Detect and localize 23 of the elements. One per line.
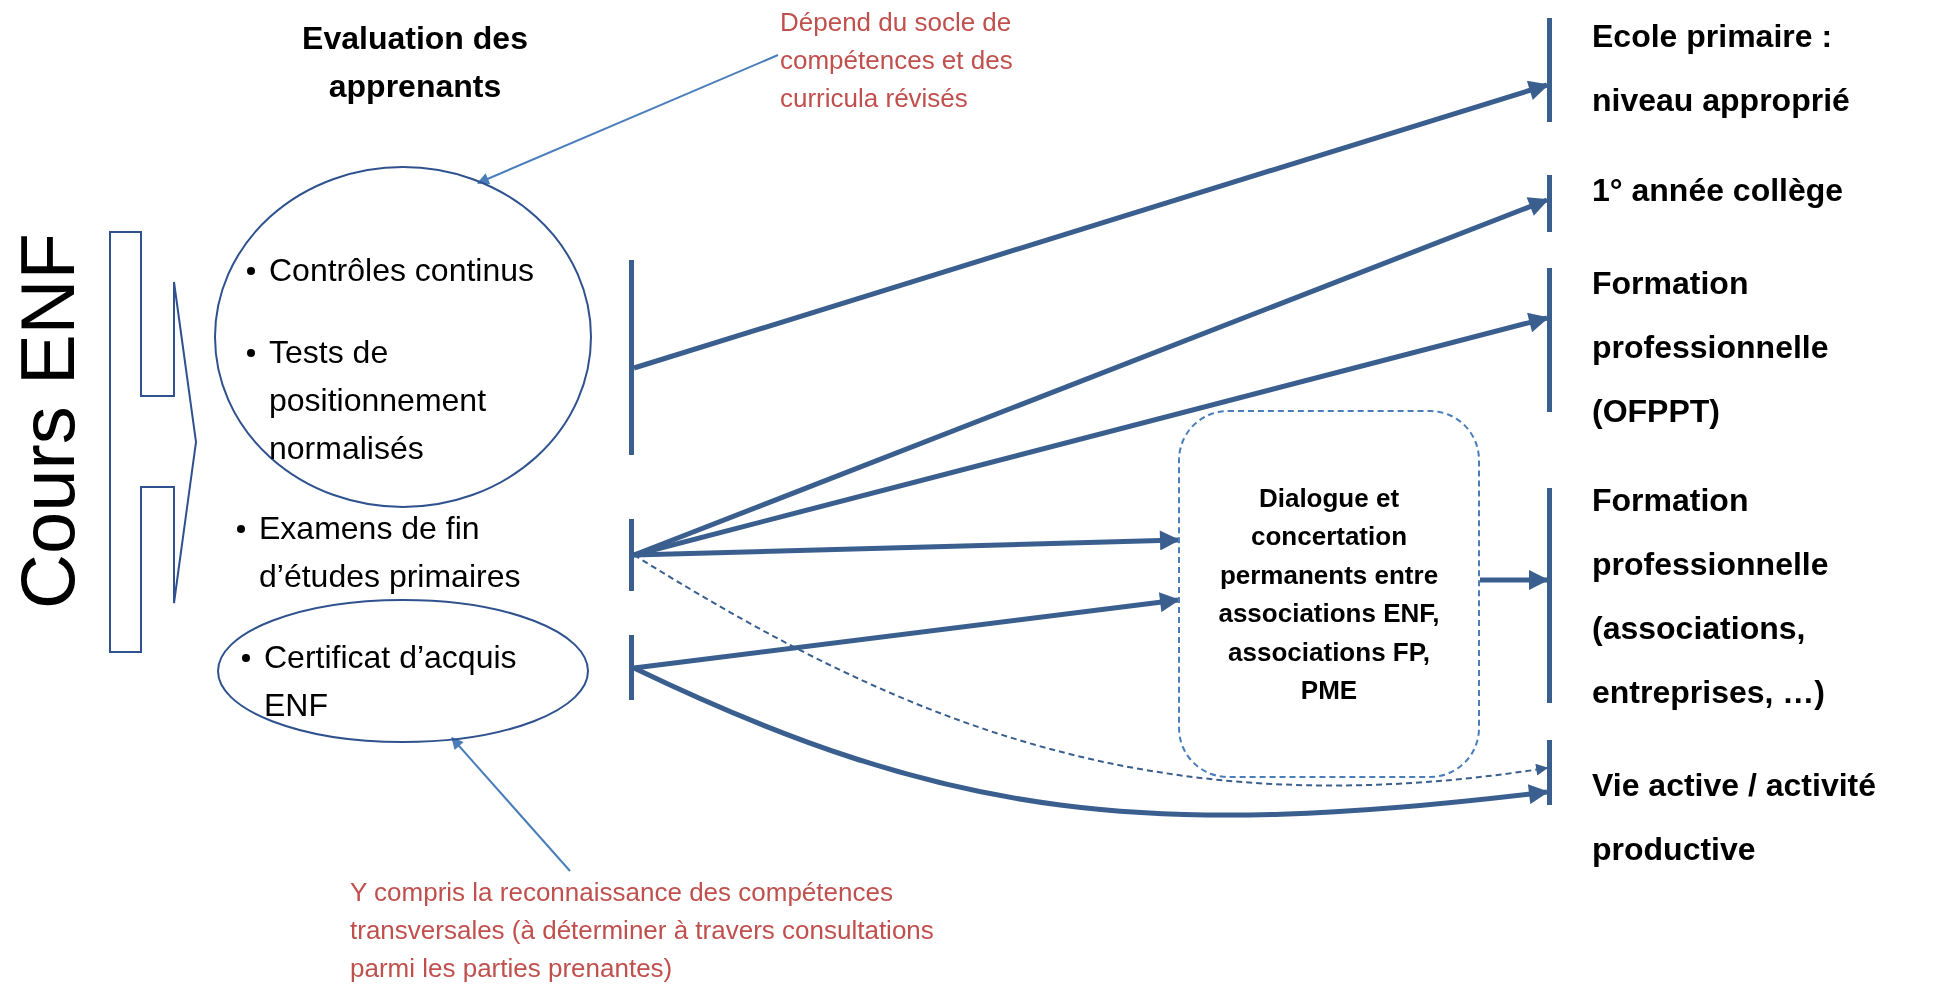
annotation-text: Y compris la reconnaissance des compétences transversales (à déterminer à travers consultations parmi les parties prenantes): [350, 873, 1000, 984]
bullet-text: Examens de fin d’études primaires: [235, 504, 589, 600]
annotation-text: Dépend du socle de compétences et des curricula révisés: [780, 3, 1080, 117]
box-text: Dialogue et concertation permanents entre associations ENF, associations FP, PME: [1217, 481, 1441, 707]
dashed-arrow: [633, 554, 1549, 787]
column-heading: Evaluation des apprenants: [301, 19, 529, 106]
bullet-text: Contrôles continus: [245, 246, 589, 294]
arrow: [632, 665, 1549, 818]
destination-text: 1° année collège: [1592, 171, 1845, 210]
arrow: [451, 737, 571, 872]
arrow: [633, 80, 1549, 371]
destination-text: Ecole primaire : niveau approprié: [1592, 17, 1851, 120]
arrow: [476, 54, 779, 185]
bullet-text: Certificat d’acquis ENF: [240, 633, 584, 729]
dashed-rounded-box: [1178, 410, 1480, 778]
vertical-title: Cours ENF: [10, 233, 86, 609]
arrow: [1480, 570, 1549, 590]
destination-text: Vie active / activité productive: [1592, 766, 1878, 869]
arrow: [633, 530, 1180, 558]
destination-text: Formation professionnelle (associations, entreprises, …): [1592, 481, 1830, 712]
arrow: [633, 592, 1180, 671]
destination-text: Formation professionnelle (OFPPT): [1592, 264, 1830, 431]
bullet-text: Tests de positionnement normalisés: [245, 328, 569, 472]
